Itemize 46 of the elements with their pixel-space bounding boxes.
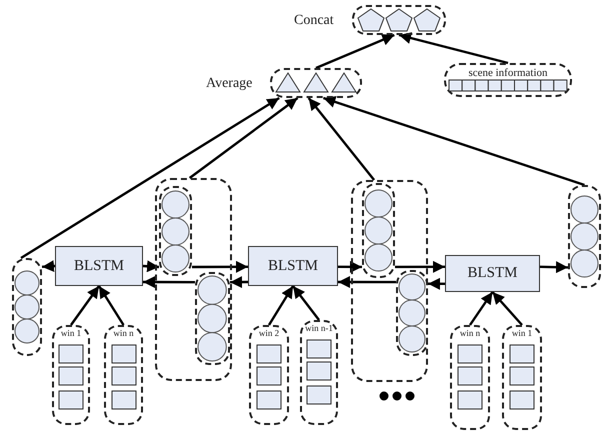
arrow: [143, 276, 195, 288]
scene-label: scene information: [468, 68, 548, 79]
window-label: win n-1: [305, 324, 333, 333]
neuron-stack-group: [568, 185, 601, 288]
arrow: [469, 291, 494, 326]
arrow: [188, 97, 298, 179]
layer-label: Concat: [294, 14, 334, 28]
scene-information-group: [444, 63, 572, 97]
hidden-state-group: [351, 180, 428, 382]
arrow: [292, 285, 320, 321]
arrow: [70, 285, 100, 326]
arrow: [395, 260, 445, 273]
arrow: [142, 260, 160, 272]
arrow: [230, 276, 248, 288]
window-label: win 1: [60, 329, 82, 338]
arrow: [540, 261, 568, 274]
window-label: win 2: [258, 329, 280, 338]
window-label: win n: [460, 329, 480, 338]
hidden-state-group: [155, 178, 232, 381]
window-group: [450, 325, 490, 430]
window-group: [300, 320, 338, 425]
arrow: [398, 32, 508, 64]
window-label: win 1: [512, 329, 532, 338]
layer-label: Average: [206, 77, 252, 91]
neuron-stack-group: [362, 183, 395, 278]
window-group: [52, 325, 90, 425]
arrow: [308, 97, 376, 181]
window-label: win n: [113, 329, 134, 338]
arrow: [428, 278, 445, 290]
arrow: [192, 260, 248, 273]
arrow: [322, 96, 585, 186]
arrow: [338, 276, 396, 288]
window-group: [502, 325, 542, 430]
arrow: [42, 260, 56, 272]
arrow: [316, 34, 395, 70]
arrow: [338, 260, 362, 273]
blstm-block: BLSTM: [445, 255, 540, 292]
arrow: [268, 285, 294, 326]
neuron-stack-group: [12, 258, 42, 356]
window-group: [104, 325, 143, 425]
blstm-block: BLSTM: [55, 246, 143, 286]
window-group: [249, 325, 289, 425]
arrow: [20, 96, 280, 260]
arrow: [492, 291, 523, 326]
blstm-block: BLSTM: [248, 246, 338, 286]
arrow: [98, 285, 125, 326]
